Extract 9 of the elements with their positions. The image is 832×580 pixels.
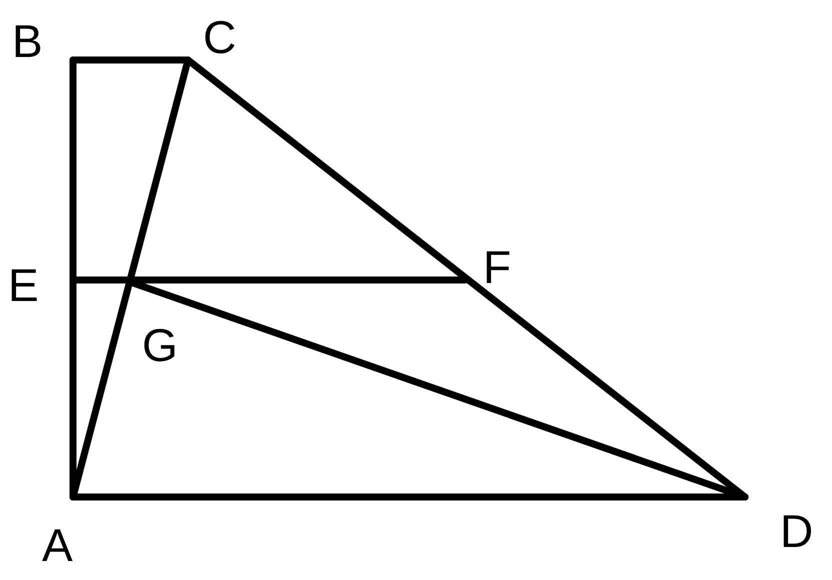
point-label: C bbox=[203, 14, 236, 60]
line-segment bbox=[70, 56, 192, 500]
point-label: E bbox=[8, 262, 39, 308]
point-label: D bbox=[780, 508, 814, 554]
point-label: G bbox=[142, 322, 178, 368]
point-label: A bbox=[42, 522, 73, 568]
line-segment bbox=[70, 494, 748, 500]
point-label: F bbox=[483, 244, 512, 290]
point-label: B bbox=[12, 18, 43, 64]
